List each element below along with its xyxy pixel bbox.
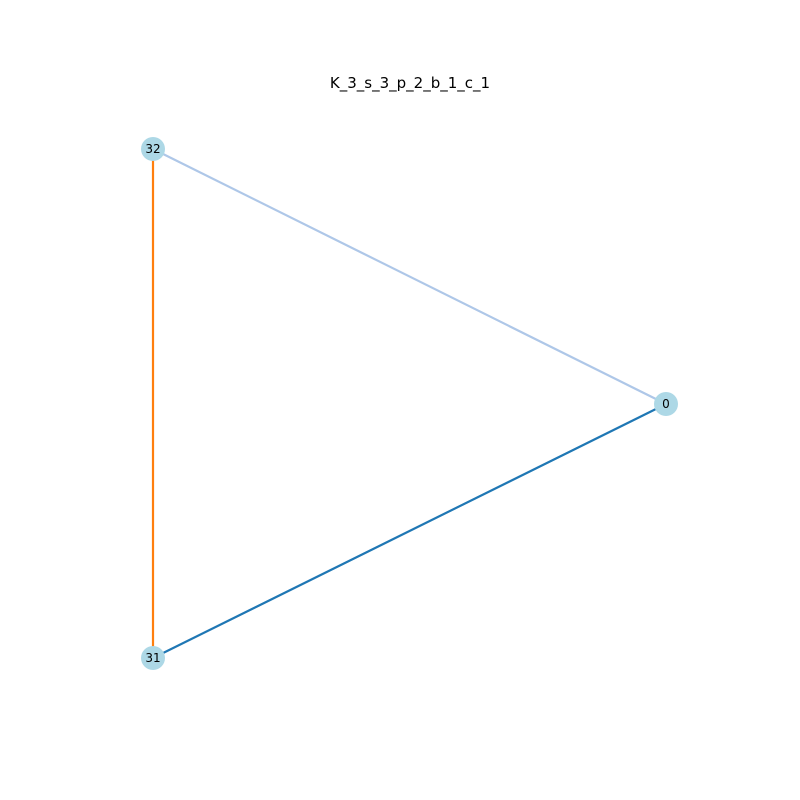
node-label-0: 0 xyxy=(662,397,670,411)
edges-layer xyxy=(151,148,667,659)
nodes-layer: 32 0 31 xyxy=(141,137,678,670)
node-label-32: 32 xyxy=(145,142,160,156)
node-circle-0 xyxy=(654,392,678,416)
node-0: 0 xyxy=(654,392,678,416)
edge-0-31 xyxy=(152,403,667,659)
edge-32-0 xyxy=(152,148,667,405)
node-label-31: 31 xyxy=(145,651,160,665)
node-circle-31 xyxy=(141,646,165,670)
graph-title: K_3_s_3_p_2_b_1_c_1 xyxy=(330,74,490,93)
node-circle-32 xyxy=(141,137,165,161)
node-31: 31 xyxy=(141,646,165,670)
node-32: 32 xyxy=(141,137,165,161)
